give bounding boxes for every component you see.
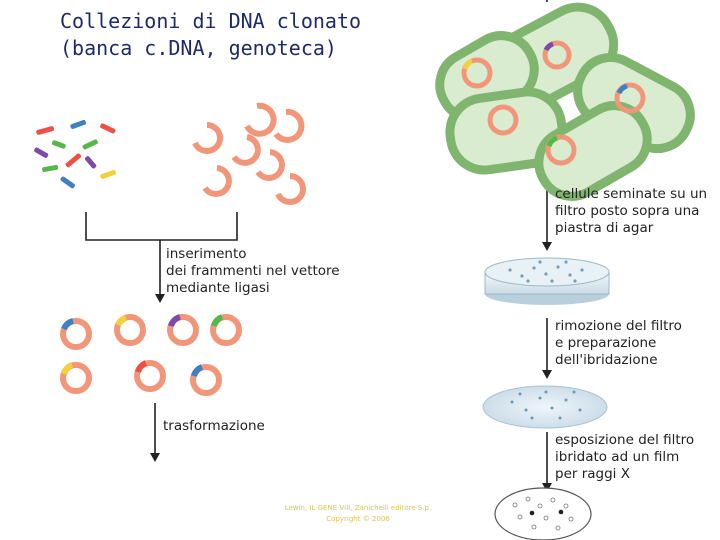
xray-film — [494, 487, 592, 540]
fragment — [51, 140, 66, 149]
vector-plasmid — [255, 149, 285, 181]
insertion-label: inserimento dei frammenti nel vettore me… — [166, 246, 340, 296]
recombinant-plasmid — [210, 314, 242, 346]
petri-dish — [484, 257, 610, 305]
filter-removal-label: rimozione del filtro e preparazione dell… — [555, 318, 682, 368]
fragment — [85, 156, 97, 169]
fragment — [70, 119, 86, 129]
fragment — [82, 139, 98, 150]
fragment — [34, 147, 49, 158]
recombinant-plasmid — [167, 314, 199, 346]
vector-plasmids — [192, 102, 306, 205]
exposure-label: esposizione del filtro ibridato ad un fi… — [555, 432, 695, 482]
fragment — [60, 176, 75, 189]
recombinant-plasmid — [190, 364, 222, 396]
copyright-credit: Lewin, IL GENE VIII, Zanichelli editore … — [284, 504, 432, 523]
fragment — [36, 126, 55, 135]
transformation-arrow — [150, 403, 160, 462]
vector-plasmid — [244, 102, 277, 137]
hybridization-filter — [482, 385, 608, 429]
title-line-2: (banca c.DNA, genoteca) — [60, 36, 337, 60]
vector-plasmid — [273, 108, 305, 143]
title-line-1: Collezioni di DNA clonato — [60, 9, 362, 33]
transformation-label: trasformazione — [163, 418, 265, 434]
recombinant-plasmid — [134, 360, 166, 392]
vector-plasmid — [202, 165, 232, 197]
fragment — [42, 164, 59, 173]
recombinant-plasmid — [60, 362, 92, 394]
bacterial-cell — [534, 101, 652, 201]
ligation-arrow — [85, 212, 238, 303]
vector-plasmid — [275, 173, 306, 205]
dna-fragments — [34, 119, 116, 189]
fragment — [100, 169, 116, 179]
recombinant-plasmid — [114, 314, 146, 346]
vector-plasmid — [192, 122, 223, 154]
bacterial-cells — [435, 2, 695, 201]
fragment — [65, 153, 82, 168]
fragment — [100, 123, 116, 134]
recombinant-plasmids — [60, 314, 242, 396]
recombinant-plasmid — [60, 318, 92, 350]
vector-plasmid — [231, 134, 261, 166]
plating-label: cellule seminate su un filtro posto sopr… — [555, 186, 708, 236]
diagram-title: Collezioni di DNA clonato (banca c.DNA, … — [60, 8, 361, 62]
